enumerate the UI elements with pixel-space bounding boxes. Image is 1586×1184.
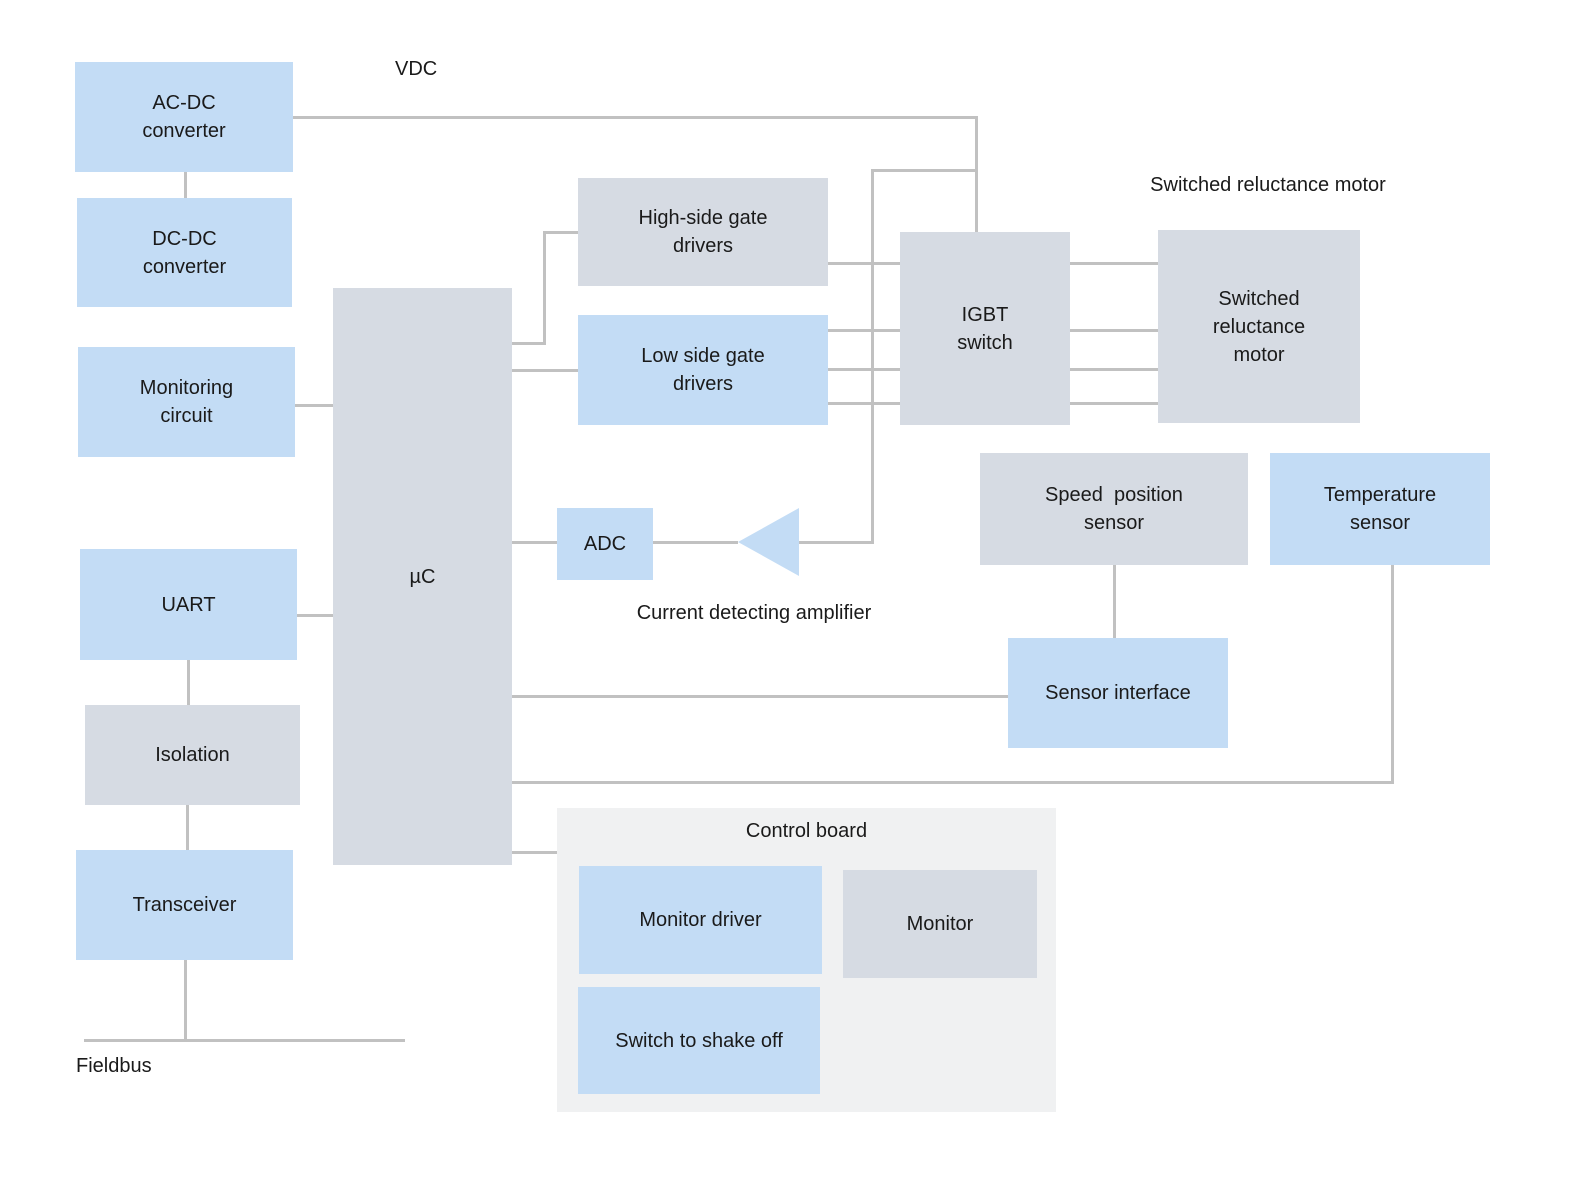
connector-highside-igbt bbox=[828, 262, 900, 265]
connector-lowside-igbt-2 bbox=[828, 368, 900, 371]
connector-amplifier-input bbox=[799, 541, 874, 544]
connector-uc-temp-sensor-h bbox=[512, 781, 1394, 784]
node-high-side-gate-drivers: High-side gate drivers bbox=[578, 178, 828, 286]
connector-speed-sensor-interface bbox=[1113, 565, 1116, 639]
connector-lowside-igbt-3 bbox=[828, 402, 900, 405]
vdc-label: VDC bbox=[395, 58, 438, 80]
node-monitor-driver: Monitor driver bbox=[579, 866, 822, 974]
connector-adc-amplifier bbox=[653, 541, 738, 544]
connector-igbt-motor-2 bbox=[1070, 329, 1158, 332]
connector-uc-highside-a bbox=[512, 342, 545, 345]
node-microcontroller: µC bbox=[333, 288, 512, 865]
connector-uc-highside-c bbox=[543, 231, 580, 234]
connector-uart-isolation bbox=[187, 659, 190, 706]
connector-igbt-motor-1 bbox=[1070, 262, 1158, 265]
connector-uc-sensor-interface bbox=[512, 695, 1008, 698]
node-speed-position-sensor: Speed position sensor bbox=[980, 453, 1248, 565]
control-board-title: Control board bbox=[745, 820, 868, 842]
fieldbus-label: Fieldbus bbox=[76, 1055, 152, 1077]
connector-temp-sensor-v bbox=[1391, 565, 1394, 783]
node-sensor-interface: Sensor interface bbox=[1008, 638, 1228, 748]
connector-current-tap-h bbox=[872, 169, 978, 172]
connector-transceiver-fieldbus bbox=[184, 959, 187, 1041]
amplifier-triangle-icon bbox=[738, 508, 799, 576]
connector-current-tap-v bbox=[871, 169, 874, 544]
connector-igbt-motor-4 bbox=[1070, 402, 1158, 405]
node-adc: ADC bbox=[557, 508, 653, 580]
node-transceiver: Transceiver bbox=[76, 850, 293, 960]
connector-isolation-transceiver bbox=[186, 804, 189, 851]
node-low-side-gate-drivers: Low side gate drivers bbox=[578, 315, 828, 425]
connector-lowside-igbt-1 bbox=[828, 329, 900, 332]
node-dc-dc-converter: DC-DC converter bbox=[77, 198, 292, 307]
connector-vdc-bus-h bbox=[293, 116, 977, 119]
connector-uc-lowside bbox=[512, 369, 578, 372]
node-switch-to-shake-off: Switch to shake off bbox=[578, 987, 820, 1094]
node-uart: UART bbox=[80, 549, 297, 660]
connector-vdc-bus-v bbox=[975, 116, 978, 234]
connector-fieldbus-line bbox=[84, 1039, 405, 1042]
connector-acdc-dcdc bbox=[184, 171, 187, 199]
current-detecting-amplifier-label: Current detecting amplifier bbox=[636, 602, 872, 624]
switched-reluctance-motor-label: Switched reluctance motor bbox=[1150, 174, 1386, 196]
connector-uart-uc bbox=[297, 614, 333, 617]
connector-monitoring-uc bbox=[295, 404, 333, 407]
connector-igbt-motor-3 bbox=[1070, 368, 1158, 371]
node-isolation: Isolation bbox=[85, 705, 300, 805]
node-monitoring-circuit: Monitoring circuit bbox=[78, 347, 295, 457]
connector-uc-highside-b bbox=[543, 231, 546, 345]
connector-uc-control-board bbox=[512, 851, 557, 854]
node-ac-dc-converter: AC-DC converter bbox=[75, 62, 293, 172]
node-igbt-switch: IGBT switch bbox=[900, 232, 1070, 425]
node-monitor: Monitor bbox=[843, 870, 1037, 978]
connector-uc-adc bbox=[512, 541, 557, 544]
node-switched-reluctance-motor: Switched reluctance motor bbox=[1158, 230, 1360, 423]
node-temperature-sensor: Temperature sensor bbox=[1270, 453, 1490, 565]
